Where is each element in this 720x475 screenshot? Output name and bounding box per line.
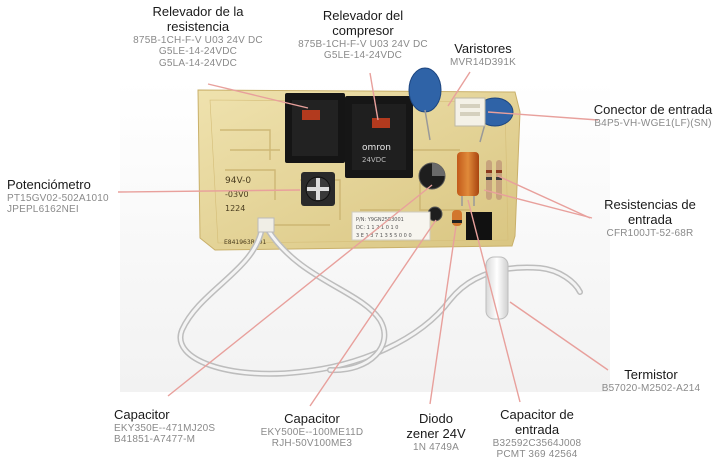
label-varistores: Varistores MVR14D391K xyxy=(450,41,516,68)
label-termistor: Termistor B57020-M2502-A214 xyxy=(601,367,701,394)
thermistor-cable xyxy=(177,217,583,377)
label-conector-entrada: Conector de entrada B4P5-VH-WGE1(LF)(SN) xyxy=(593,102,713,129)
input-connector xyxy=(454,97,486,127)
zener-diode xyxy=(452,210,462,226)
label-relevador-resistencia: Relevador de la resistencia 875B-1CH-F-V… xyxy=(133,4,263,69)
board-rating-text: 94V-0 xyxy=(225,176,251,186)
board-code-text: -03V0 xyxy=(225,190,249,199)
label-resistencias-entrada: Resistencias de entrada CFR100JT-52-68R xyxy=(604,197,696,239)
label-capacitor-2: Capacitor EKY500E--100ME11D RJH-50V100ME… xyxy=(260,411,364,450)
leader-lines xyxy=(117,71,609,407)
relay-compresor: omron 24VDC xyxy=(345,96,413,178)
power-component xyxy=(466,212,492,240)
label-potenciometro: Potenciómetro PT15GV02-502A1010 JPEPL616… xyxy=(7,177,109,216)
svg-text:P/N: Y9GN2553001: P/N: Y9GN2553001 xyxy=(356,217,404,223)
label-capacitor-entrada: Capacitor de entrada B32592C3564J008 PCM… xyxy=(492,407,582,461)
board-serial-text: E841963R001 xyxy=(224,239,266,246)
label-relevador-compresor: Relevador del compresor 875B-1CH-F-V U03… xyxy=(298,8,428,62)
input-resistors xyxy=(486,160,502,200)
input-capacitor xyxy=(457,152,479,206)
potentiometer xyxy=(301,172,335,206)
relay-resistencia xyxy=(285,93,345,163)
pcb-sticker: P/N: Y9GN2553001 DC: 1 1 2 1 0 1 0 3 E 1… xyxy=(351,211,431,241)
relay-rating-text: 24VDC xyxy=(362,156,386,164)
electrolytic-capacitor-1 xyxy=(418,162,446,190)
thermistor-probe xyxy=(485,256,509,320)
board-date-text: 1224 xyxy=(225,204,245,213)
svg-text:3 E 1 3 7 1 3 5 5 0 0 0: 3 E 1 3 7 1 3 5 5 0 0 0 xyxy=(356,233,412,239)
relay-brand-text: omron xyxy=(362,143,391,153)
label-diodo-zener: Diodo zener 24V 1N 4749A xyxy=(406,411,466,453)
label-capacitor-1: Capacitor EKY350E--471MJ20S B41851-A7477… xyxy=(114,407,216,446)
